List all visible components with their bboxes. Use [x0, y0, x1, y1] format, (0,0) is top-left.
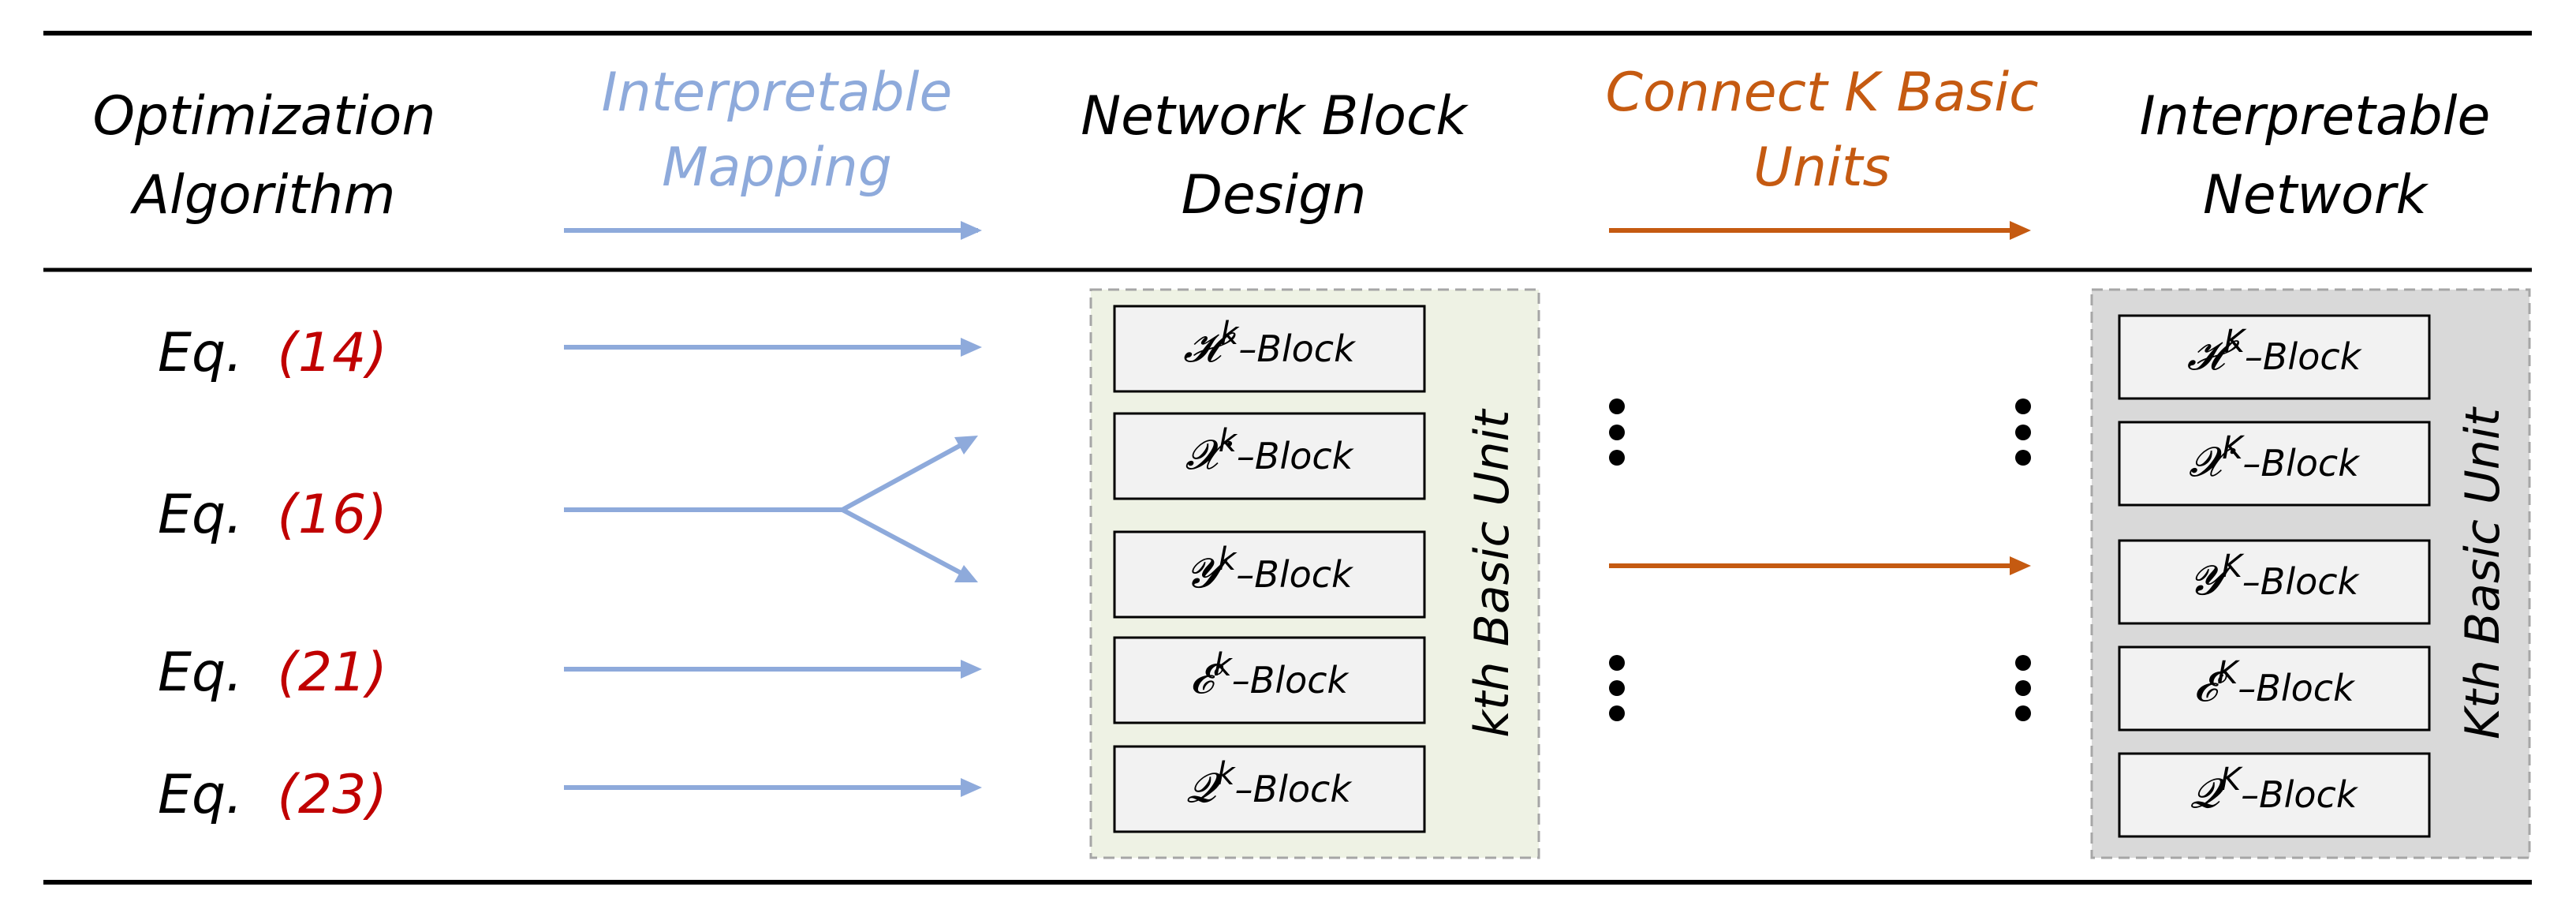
Kth-unit-label: Kth Basic Unit	[2455, 406, 2511, 740]
equation-number: (14)	[277, 322, 387, 384]
mapping-arrowhead	[954, 436, 978, 455]
kth-block-x: 𝓧k–Block	[1113, 412, 1426, 500]
header-col1-line2: Algorithm	[129, 164, 395, 226]
header-connect-arrowhead	[2010, 221, 2031, 240]
header-mapping-arrowhead	[961, 221, 982, 240]
header-col5-line2: Network	[2203, 164, 2429, 226]
header-connect-line1: Connect K Basic	[1605, 62, 2038, 124]
header-col1-line1: Optimization	[93, 85, 436, 148]
kth-block-q: 𝓠k–Block	[1113, 745, 1426, 833]
header-connect-line2: Units	[1753, 137, 1891, 199]
header-col3-line2: Design	[1182, 164, 1367, 226]
svg-text:𝓔k–Block: 𝓔k–Block	[1190, 647, 1350, 703]
equation-label: Eq. (23)	[158, 764, 387, 826]
header-mapping-line1: Interpretable	[602, 62, 953, 124]
svg-text:𝓧k–Block: 𝓧k–Block	[1185, 423, 1355, 479]
header-mapping-line2: Mapping	[662, 137, 892, 199]
header-col3-line1: Network Block	[1081, 85, 1469, 148]
Kth-block-y: 𝓨K–Block	[2118, 539, 2431, 625]
svg-text:𝓗K–Block: 𝓗K–Block	[2187, 324, 2363, 380]
ellipsis-dots	[1609, 399, 2031, 721]
svg-text:𝓠k–Block: 𝓠k–Block	[1187, 756, 1353, 812]
mapping-arrowhead	[954, 565, 978, 582]
equation-label: Eq. (14)	[158, 322, 387, 384]
equation-label: Eq. (16)	[158, 484, 387, 546]
equation-number: (21)	[277, 642, 387, 704]
kth-block-e: 𝓔k–Block	[1113, 636, 1426, 724]
Kth-block-e: 𝓔K–Block	[2118, 645, 2431, 732]
mapping-arrowhead	[961, 778, 982, 797]
connect-arrowhead	[2010, 556, 2031, 575]
svg-text:𝓨K–Block: 𝓨K–Block	[2190, 548, 2361, 604]
Kth-block-x: 𝓧K–Block	[2118, 421, 2431, 507]
kth-unit-label: kth Basic Unit	[1465, 408, 1520, 738]
mapping-arrowhead	[961, 338, 982, 357]
mapping-arrow-16-upper	[841, 441, 965, 512]
kth-block-h: 𝓗k–Block	[1113, 305, 1426, 393]
svg-text:𝓨k–Block: 𝓨k–Block	[1185, 541, 1354, 597]
equation-number: (23)	[277, 764, 387, 826]
mapping-arrow-16-lower	[841, 507, 965, 577]
svg-text:𝓧K–Block: 𝓧K–Block	[2189, 430, 2361, 486]
kth-block-y: 𝓨k–Block	[1113, 530, 1426, 619]
header-col5-line1: Interpretable	[2140, 85, 2491, 148]
mapping-arrowhead	[961, 660, 982, 679]
Kth-block-h: 𝓗K–Block	[2118, 314, 2431, 400]
Kth-block-q: 𝓠K–Block	[2118, 752, 2431, 838]
equation-number: (16)	[277, 484, 387, 546]
equation-label: Eq. (21)	[158, 642, 387, 704]
